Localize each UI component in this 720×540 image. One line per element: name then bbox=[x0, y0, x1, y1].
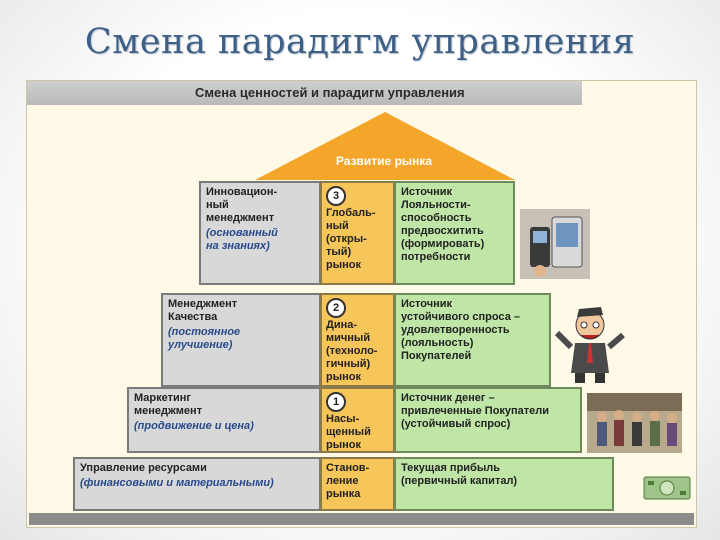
paradigm-pyramid-figure: Смена ценностей и парадигм управления Ра… bbox=[26, 80, 697, 528]
level-1-market-text: Насы- щенный рынок bbox=[326, 413, 371, 451]
base-level-management: Управление ресурсами (финансовыми и мате… bbox=[73, 457, 321, 511]
base-level-source-text: Текущая прибыль (первичный капитал) bbox=[401, 462, 518, 487]
level-1-number: 1 bbox=[326, 392, 346, 412]
base-level-market: Станов- ление рынка bbox=[320, 457, 395, 511]
level-3-source: Источник Лояльности- способность предвос… bbox=[394, 181, 515, 285]
figure-bottom-bar bbox=[29, 513, 694, 525]
level-3-market-text: Глобаль- ный (откры- тый) рынок bbox=[326, 207, 376, 271]
level-2-source-text: Источник устойчивого спроса – удовлетвор… bbox=[401, 298, 520, 362]
level-3-source-text: Источник Лояльности- способность предвос… bbox=[401, 186, 485, 263]
pyramid-roof bbox=[255, 112, 515, 180]
level-2-market-text: Дина- мичный (техноло- гичный) рынок bbox=[326, 319, 378, 383]
level-1-management-note: (продвижение и цена) bbox=[134, 420, 254, 432]
level-2-management: Менеджмент Качества (постоянное улучшени… bbox=[161, 293, 321, 387]
level-1-source: Источник денег – привлеченные Покупатели… bbox=[394, 387, 582, 453]
banknote-icon bbox=[643, 476, 691, 500]
phones-photo bbox=[520, 209, 590, 279]
level-3-management-note: (основанный на знаниях) bbox=[206, 227, 278, 252]
figure-header-title: Смена ценностей и парадигм управления bbox=[195, 85, 465, 100]
roof-label: Развитие рынка bbox=[335, 154, 433, 168]
base-level-management-title: Управление ресурсами bbox=[80, 462, 207, 474]
level-1-management-title: Маркетинг менеджмент bbox=[134, 392, 203, 417]
figure-header: Смена ценностей и парадигм управления bbox=[27, 81, 582, 105]
slide-title: Смена парадигм управления bbox=[84, 22, 636, 62]
level-3-management-title: Инновацион- ный менеджмент bbox=[206, 186, 278, 224]
level-3-management: Инновацион- ный менеджмент (основанный н… bbox=[199, 181, 321, 285]
shoppers-photo bbox=[587, 393, 682, 453]
level-2-source: Источник устойчивого спроса – удовлетвор… bbox=[394, 293, 551, 387]
level-2-market: 2 Дина- мичный (техноло- гичный) рынок bbox=[320, 293, 395, 387]
level-1-market: 1 Насы- щенный рынок bbox=[320, 387, 395, 453]
level-1-source-text: Источник денег – привлеченные Покупатели… bbox=[401, 392, 550, 430]
level-2-management-title: Менеджмент Качества bbox=[168, 298, 238, 323]
level-3-market: 3 Глобаль- ный (откры- тый) рынок bbox=[320, 181, 395, 285]
level-1-management: Маркетинг менеджмент (продвижение и цена… bbox=[127, 387, 321, 453]
base-level-market-text: Станов- ление рынка bbox=[326, 462, 370, 500]
businessman-cartoon-icon bbox=[555, 307, 625, 383]
level-3-number: 3 bbox=[326, 186, 346, 206]
level-2-number: 2 bbox=[326, 298, 346, 318]
base-level-management-note: (финансовыми и материальными) bbox=[80, 477, 274, 489]
base-level-source: Текущая прибыль (первичный капитал) bbox=[394, 457, 614, 511]
level-2-management-note: (постоянное улучшение) bbox=[168, 326, 241, 351]
